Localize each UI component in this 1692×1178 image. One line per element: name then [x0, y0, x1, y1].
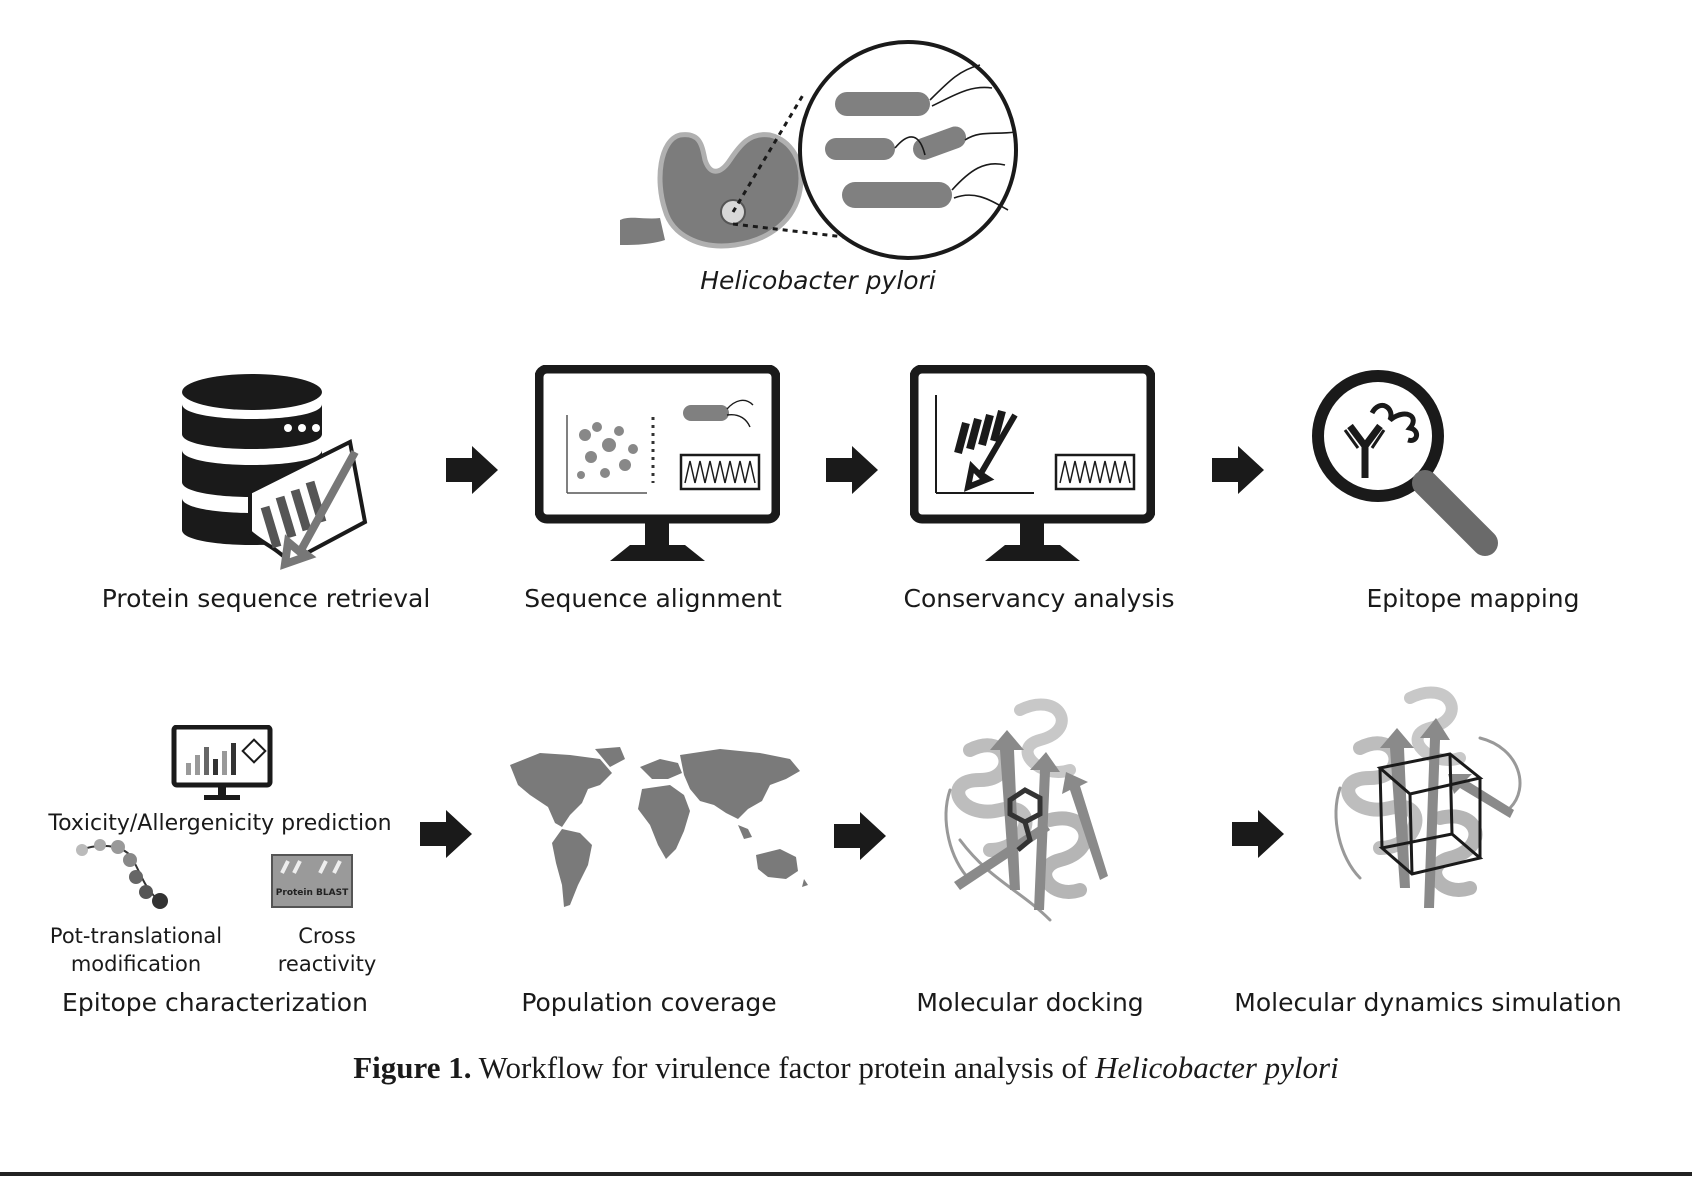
database-icon [182, 374, 368, 570]
figure-caption: Figure 1. Workflow for virulence factor … [0, 1050, 1692, 1086]
arrow-right-icon [826, 446, 878, 494]
organism-label: Helicobacter pylori [700, 266, 936, 295]
ptm-beads-icon [76, 839, 168, 909]
step-label-epitope-characterization: Epitope characterization [62, 988, 368, 1017]
caption-organism: Helicobacter pylori [1095, 1050, 1339, 1085]
page-rule [0, 1172, 1692, 1176]
protein-docking-icon [944, 698, 1108, 922]
arrow-right-icon [420, 810, 472, 858]
cross-reactivity-label: Cross reactivity [277, 924, 377, 976]
step-label-protein-sequence-retrieval: Protein sequence retrieval [101, 584, 431, 613]
step-label-sequence-alignment: Sequence alignment [524, 584, 782, 613]
ptm-label: Pot-translational modification [49, 924, 223, 976]
figure-number: Figure 1. [353, 1050, 472, 1085]
stomach-bacteria-illustration [620, 40, 1018, 260]
protein-blast-icon: Protein BLAST [271, 854, 353, 908]
arrow-right-icon [1232, 810, 1284, 858]
monitor-alignment-icon [535, 365, 780, 561]
bacteria-zoom-icon [798, 40, 1018, 260]
step-label-population-coverage: Population coverage [521, 988, 777, 1017]
step-label-molecular-dynamics-simulation: Molecular dynamics simulation [1234, 988, 1622, 1017]
toxicity-monitor-icon [171, 725, 273, 800]
arrow-right-icon [834, 812, 886, 860]
arrow-right-icon [1212, 446, 1264, 494]
world-map-icon [510, 747, 808, 907]
toxicity-allergenicity-label: Toxicity/Allergenicity prediction [48, 811, 392, 836]
stomach-icon [620, 132, 804, 249]
arrow-right-icon [446, 446, 498, 494]
step-label-epitope-mapping: Epitope mapping [1366, 584, 1580, 613]
characterization-icon: Protein BLAST [76, 725, 353, 909]
monitor-conservancy-icon [910, 365, 1155, 561]
blast-text: Protein BLAST [276, 888, 349, 898]
step-label-conservancy-analysis: Conservancy analysis [903, 584, 1175, 613]
step-label-molecular-docking: Molecular docking [916, 988, 1144, 1017]
caption-text: Workflow for virulence factor protein an… [471, 1050, 1096, 1085]
magnifier-antibody-icon [1312, 370, 1498, 556]
protein-simulation-icon [1334, 686, 1522, 908]
